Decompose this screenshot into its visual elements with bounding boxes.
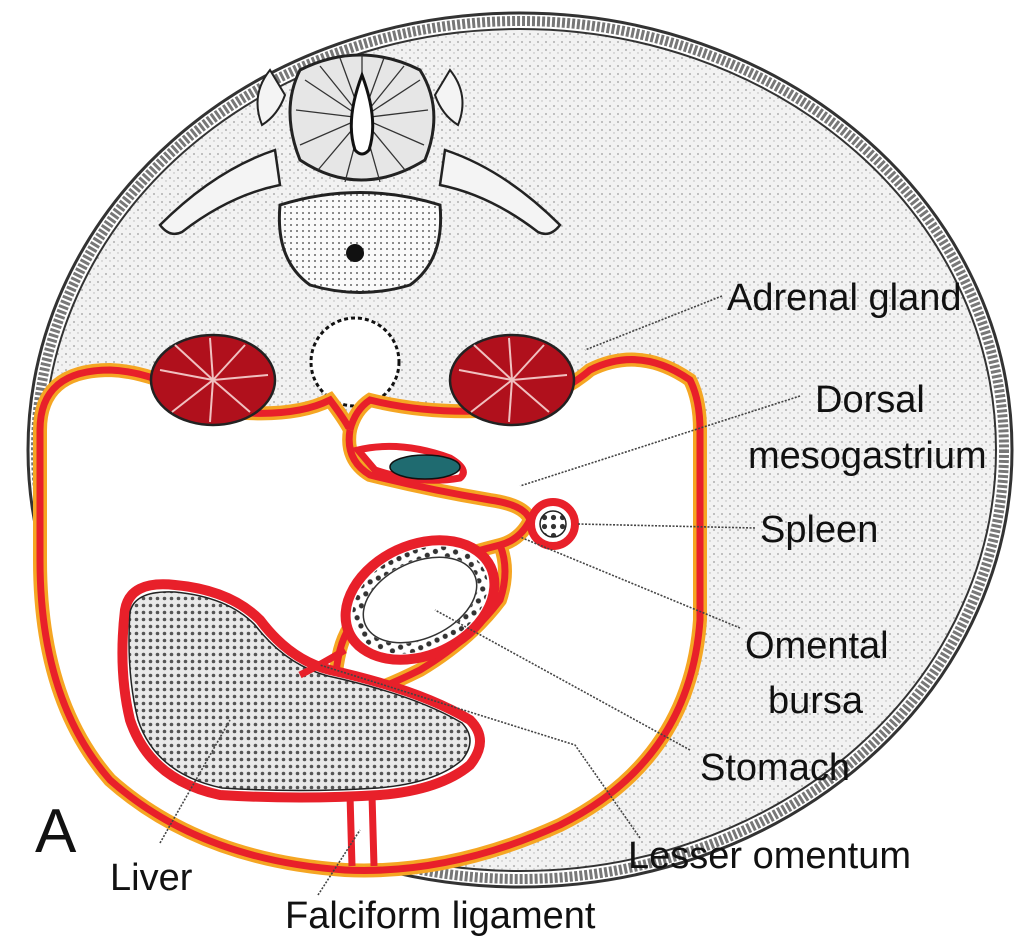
- label-adrenal-gland: Adrenal gland: [727, 277, 962, 319]
- label-omental-line2: bursa: [768, 680, 864, 722]
- label-lesser-omentum: Lesser omentum: [628, 835, 911, 877]
- left-kidney: [151, 335, 275, 425]
- label-spleen: Spleen: [760, 509, 878, 551]
- spleen: [531, 502, 575, 546]
- label-stomach: Stomach: [700, 747, 850, 789]
- pancreas: [390, 455, 460, 479]
- label-falciform-ligament: Falciform ligament: [285, 895, 596, 937]
- label-dorsal-line1: Dorsal: [815, 379, 925, 421]
- label-omental-line1: Omental: [745, 625, 889, 667]
- panel-letter: A: [35, 797, 77, 866]
- label-dorsal-line2: mesogastrium: [748, 435, 987, 477]
- vertebral-body: [279, 193, 440, 293]
- label-liver: Liver: [110, 857, 193, 899]
- dorsal-aorta: [311, 318, 399, 406]
- notochord: [346, 244, 364, 262]
- right-kidney: [450, 335, 574, 425]
- neural-tube: [290, 55, 434, 182]
